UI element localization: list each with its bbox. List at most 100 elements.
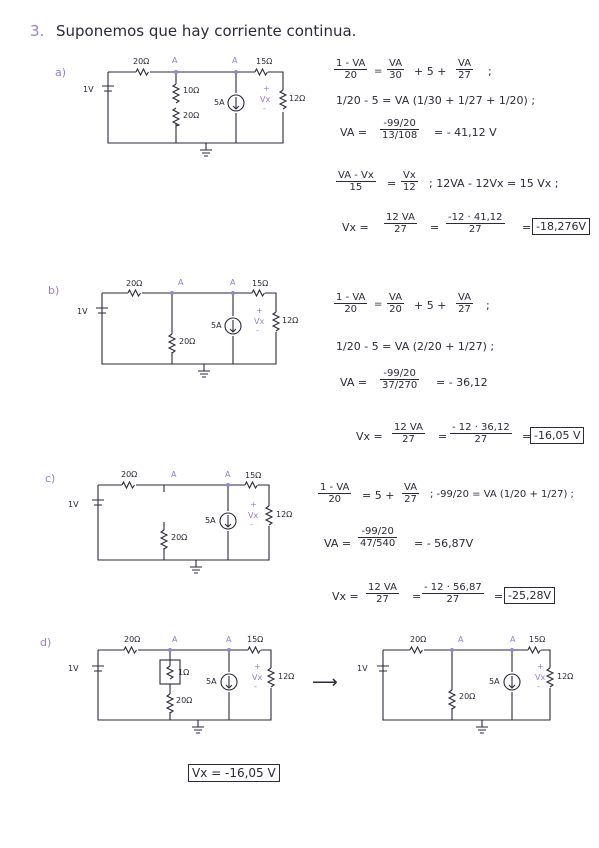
vx-label-c: Vx [248,511,259,520]
eq-c3-rhs: = - 56,87V [414,537,474,550]
resistor-label-d2-20a: 20Ω [410,635,427,644]
eq-b1-mid: + 5 + [414,299,447,312]
resistor-label-a-12: 12Ω [289,94,306,103]
eq-a4-tail: ; 12VA - 12Vx = 15 Vx ; [429,177,559,190]
node-label-a-2: A [232,56,238,65]
part-label-b: b) [48,284,60,297]
vx-label-d: Vx [252,673,263,682]
part-label-c: c) [45,472,56,485]
vx-label-a: Vx [260,95,271,104]
resistor-label-a-20a: 20Ω [133,57,150,66]
node-label-a-1: A [172,56,178,65]
result-c: -25,28V [504,587,555,604]
current-label-d2: 5A [489,677,500,686]
problem-number: 3. [30,22,45,40]
transform-arrow: ⟶ [312,672,338,693]
resistor-label-a-10: 10Ω [183,86,200,95]
resistor-label-d-20a: 20Ω [124,635,141,644]
current-label-c: 5A [205,516,216,525]
eq-b5-lhs: Vx = [356,430,383,443]
problem-statement: Suponemos que hay corriente continua. [56,22,357,40]
result-a: -18,276V [532,218,590,235]
resistor-label-b-12: 12Ω [282,316,299,325]
vx-label-b: Vx [254,317,265,326]
eq-b3-rhs: = - 36,12 [436,376,488,389]
resistor-label-c-12: 12Ω [276,510,293,519]
node-label-b-1: A [178,278,184,287]
vx-plus-d: + [254,662,261,671]
source-label-d2: 1V [357,664,368,673]
resistor-label-d-12: 12Ω [278,672,295,681]
resistor-label-a-20b: 20Ω [183,111,200,120]
vx-minus-b: - [256,326,259,335]
eq-b3-lhs: VA = [340,376,368,389]
resistor-label-d-1: 1Ω [178,668,190,677]
circuit-d-right [377,645,555,734]
current-label-d: 5A [206,677,217,686]
vx-minus-c: - [250,520,253,529]
resistor-label-b-20a: 20Ω [126,279,143,288]
vx-plus-c: + [250,500,257,509]
vx-plus-a: + [263,84,270,93]
source-label-d: 1V [68,664,79,673]
resistor-label-b-15: 15Ω [252,279,269,288]
resistor-label-c-20a: 20Ω [121,470,138,479]
eq-a4-mid: = [387,177,397,190]
eq-b1-tail: ; [486,299,490,312]
vx-plus-d2: + [537,662,544,671]
resistor-label-a-15: 15Ω [256,57,273,66]
node-label-b-2: A [230,278,236,287]
current-label-a: 5A [214,98,225,107]
eq-a1-tail: ; [488,65,492,78]
circuit-d-left [92,645,276,734]
node-label-c-2: A [225,470,231,479]
vx-minus-a: - [263,104,266,113]
vx-minus-d2: - [537,682,540,691]
node-label-d2-1: A [458,635,464,644]
eq-c5-lhs: Vx = [332,590,359,603]
eq-a5-lhs: Vx = [342,221,369,234]
eq-a2: 1/20 - 5 = VA (1/30 + 1/27 + 1/20) ; [336,94,536,107]
eq-c3-lhs: VA = [324,537,352,550]
resistor-label-b-20b: 20Ω [179,337,196,346]
eq-c1-tail: ; -99/20 = VA (1/20 + 1/27) ; [430,489,574,500]
vx-minus-d: - [254,682,257,691]
eq-a3-lhs: VA = [340,126,368,139]
eq-b2: 1/20 - 5 = VA (2/20 + 1/27) ; [336,340,495,353]
node-label-d-2: A [226,635,232,644]
vx-label-d2: Vx [535,673,546,682]
part-label-a: a) [55,66,67,79]
part-label-d: d) [40,636,52,649]
vx-plus-b: + [256,306,263,315]
eq-a1-mid: + 5 + [414,65,447,78]
node-label-d2-2: A [510,635,516,644]
source-label-c: 1V [68,500,79,509]
source-label-a: 1V [83,85,94,94]
result-d: Vx = -16,05 V [188,764,280,782]
circuit-c [92,480,274,574]
node-label-d-1: A [172,635,178,644]
resistor-label-c-20b: 20Ω [171,533,188,542]
node-label-c-1: A [171,470,177,479]
resistor-label-d2-12: 12Ω [557,672,574,681]
resistor-label-d2-20: 20Ω [459,692,476,701]
current-label-b: 5A [211,321,222,330]
